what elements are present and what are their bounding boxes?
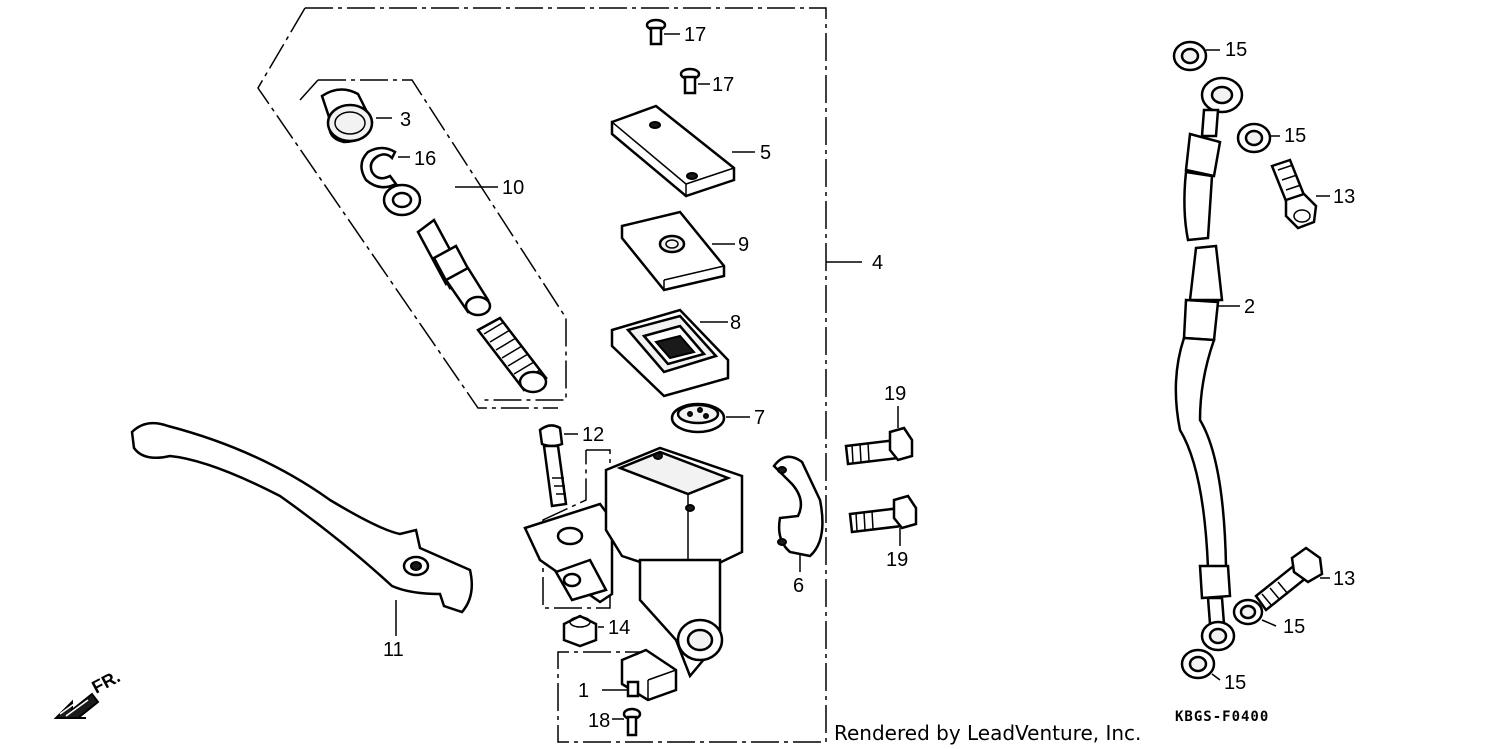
label-part-16: 16 — [414, 148, 436, 170]
label-part-17-lower: 17 — [712, 74, 734, 96]
sealing-washer-part-15-b — [1236, 122, 1280, 154]
reservoir-cap-part-5 — [610, 104, 755, 198]
clamp-bolt-part-19-upper — [844, 406, 914, 466]
label-part-15-a: 15 — [1225, 39, 1247, 61]
label-part-15-c: 15 — [1283, 616, 1305, 638]
float-part-7 — [670, 402, 750, 434]
label-part-13-upper: 13 — [1333, 186, 1355, 208]
cap-nut-part-14 — [562, 614, 604, 648]
label-part-15-b: 15 — [1284, 125, 1306, 147]
assembly-4-outline — [257, 7, 862, 743]
clamp-bolt-part-19-lower — [848, 494, 918, 546]
direction-label: FR. — [88, 666, 123, 697]
piston-washer — [382, 183, 422, 217]
reference-code: KBGS-F0400 — [1175, 709, 1269, 725]
diaphragm-part-8 — [610, 308, 730, 398]
sealing-washer-part-15-c — [1232, 598, 1277, 627]
credit-text: Rendered by LeadVenture, Inc. — [834, 721, 1141, 745]
sealing-washer-part-15-d — [1180, 648, 1221, 681]
label-part-10: 10 — [502, 177, 524, 199]
label-part-11: 11 — [383, 639, 404, 661]
screw-part-18 — [612, 707, 642, 737]
sealing-washer-part-15-a — [1172, 40, 1220, 72]
diaphragm-plate-part-9 — [620, 210, 735, 292]
label-part-14: 14 — [608, 617, 630, 639]
circlip-part-16 — [360, 146, 410, 189]
label-part-17-top: 17 — [684, 24, 706, 46]
label-part-6: 6 — [793, 575, 804, 597]
label-part-2: 2 — [1244, 296, 1255, 318]
label-part-19-upper: 19 — [884, 383, 906, 405]
oil-bolt-part-13-lower — [1254, 546, 1330, 612]
label-part-5: 5 — [760, 142, 771, 164]
label-part-8: 8 — [730, 312, 741, 334]
pivot-bolt-part-12 — [538, 424, 578, 508]
label-part-13-lower: 13 — [1333, 568, 1355, 590]
piston-kit-10-outline — [299, 79, 567, 401]
label-part-15-d: 15 — [1224, 672, 1246, 694]
brake-lever-part-11 — [130, 421, 473, 636]
label-part-18: 18 — [588, 710, 610, 732]
label-part-9: 9 — [738, 234, 749, 256]
boot-part-3 — [320, 88, 392, 144]
brake-hose-part-2 — [1174, 76, 1244, 652]
master-cylinder-body — [523, 446, 744, 679]
holder-clamp-part-6 — [772, 455, 824, 572]
spring — [476, 316, 548, 394]
label-part-1: 1 — [578, 680, 589, 702]
screw-part-17-top — [645, 18, 680, 46]
label-part-3: 3 — [400, 109, 411, 131]
piston — [416, 218, 492, 317]
brake-switch-part-1 — [602, 648, 678, 702]
screw-part-17-lower — [679, 67, 710, 95]
label-part-4: 4 — [872, 252, 883, 274]
label-part-12: 12 — [582, 424, 604, 446]
label-part-7: 7 — [754, 407, 765, 429]
label-part-19-lower: 19 — [886, 549, 908, 571]
oil-bolt-part-13-upper — [1270, 158, 1330, 230]
front-direction-arrow — [53, 692, 100, 719]
